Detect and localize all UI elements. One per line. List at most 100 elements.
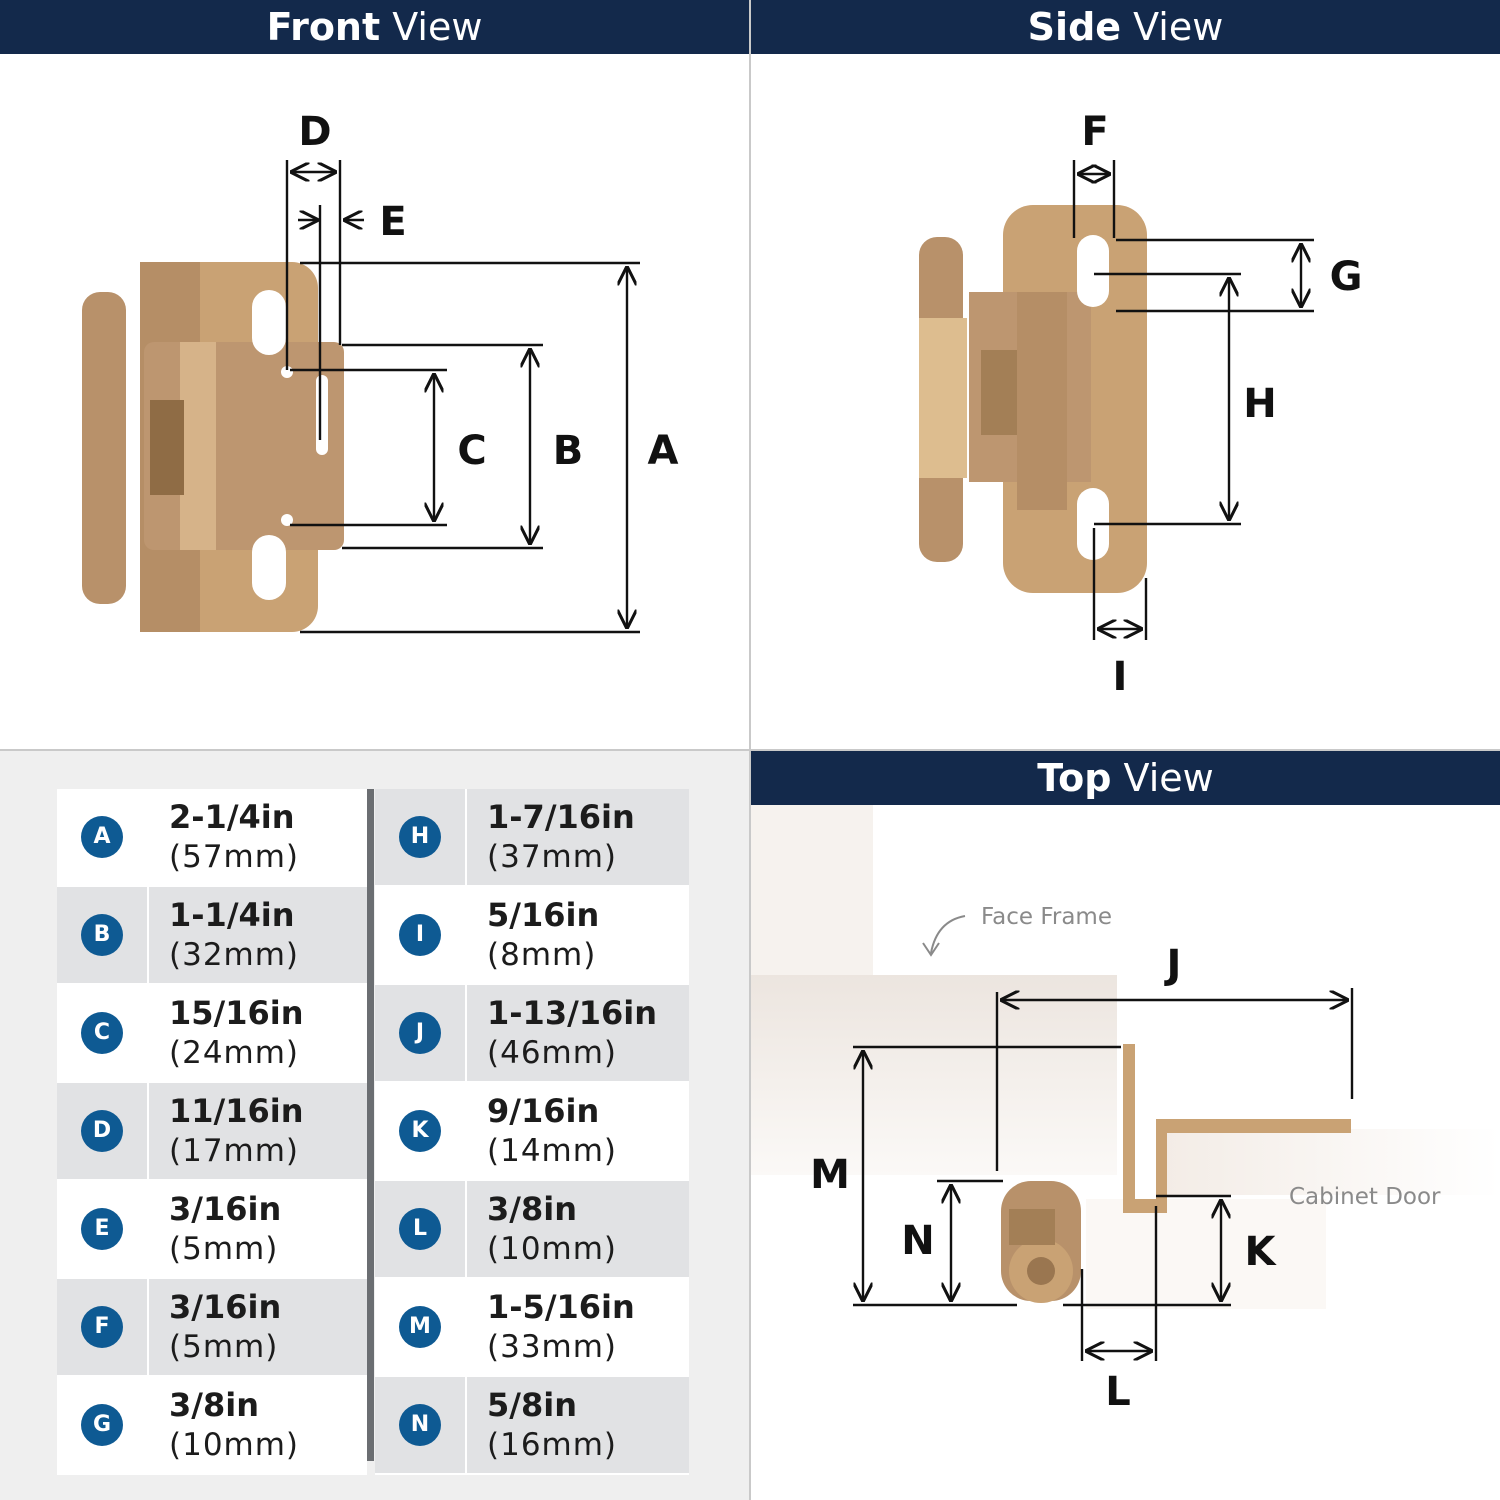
spec-n-in: 5/8in — [487, 1386, 577, 1424]
side-view-panel: Side View — [751, 0, 1500, 749]
label-k: K — [1245, 1229, 1278, 1275]
spec-d-in: 11/16in — [169, 1092, 304, 1130]
table-row: K 9/16in(14mm) — [375, 1082, 689, 1181]
table-row: J 1-13/16in(46mm) — [375, 984, 689, 1083]
spec-c-in: 15/16in — [169, 994, 304, 1032]
table-row: G 3/8in(10mm) — [57, 1376, 367, 1475]
face-frame-pointer-icon — [930, 915, 966, 954]
label-n: N — [901, 1218, 934, 1264]
side-view-title-bold: Side — [1027, 5, 1122, 49]
table-row: H 1-7/16in(37mm) — [375, 789, 689, 887]
badge-h: H — [399, 816, 441, 858]
label-m: M — [810, 1152, 850, 1198]
spec-e-mm: (5mm) — [169, 1231, 279, 1267]
side-view-diagram: F G H I — [919, 109, 1363, 700]
side-view-title-rest: View — [1133, 5, 1224, 49]
face-frame-label: Face Frame — [981, 904, 1112, 930]
spec-m-mm: (33mm) — [487, 1329, 618, 1365]
table-row: M 1-5/16in(33mm) — [375, 1278, 689, 1377]
table-row: A 2-1/4in(57mm) — [57, 789, 367, 887]
side-view-header: Side View — [751, 0, 1500, 54]
top-view-panel: Face Frame Cabinet Door J M N K L Top Vi… — [751, 751, 1500, 1500]
label-b: B — [553, 428, 584, 474]
table-row: L 3/8in(10mm) — [375, 1180, 689, 1279]
face-frame-block — [751, 975, 1117, 1175]
label-g: G — [1330, 254, 1363, 300]
label-i: I — [1113, 654, 1128, 700]
badge-g: G — [81, 1404, 123, 1446]
cabinet-door-lower — [1086, 1199, 1326, 1309]
label-d: D — [298, 109, 331, 155]
specs-table-left: A 2-1/4in(57mm) B 1-1/4in(32mm) C 15/16in(2… — [57, 789, 367, 1475]
front-view-title-bold: Front — [266, 5, 381, 49]
badge-d: D — [81, 1110, 123, 1152]
badge-i: I — [399, 914, 441, 956]
table-row: I 5/16in(8mm) — [375, 886, 689, 985]
table-row: D 11/16in(17mm) — [57, 1082, 367, 1181]
spec-j-mm: (46mm) — [487, 1035, 618, 1071]
spec-c-mm: (24mm) — [169, 1035, 300, 1071]
top-hinge-illustration — [1001, 1044, 1351, 1303]
label-a: A — [648, 428, 679, 474]
top-view-header: Top View — [751, 751, 1500, 805]
cabinet-door-top — [1163, 1129, 1500, 1195]
front-view-diagram: D E A B C — [82, 109, 679, 634]
spec-j-in: 1-13/16in — [487, 994, 658, 1032]
badge-c: C — [81, 1012, 123, 1054]
spec-a-mm: (57mm) — [169, 839, 300, 875]
badge-l: L — [399, 1208, 441, 1250]
table-row: B 1-1/4in(32mm) — [57, 886, 367, 985]
side-hinge-illustration — [919, 205, 1147, 593]
spec-f-in: 3/16in — [169, 1288, 282, 1326]
top-view-title-rest: View — [1123, 756, 1214, 800]
spec-g-mm: (10mm) — [169, 1427, 300, 1463]
front-hinge-illustration — [82, 262, 344, 632]
label-j: J — [1164, 942, 1182, 988]
spec-h-mm: (37mm) — [487, 839, 618, 875]
spec-n-mm: (16mm) — [487, 1427, 618, 1463]
label-h: H — [1243, 381, 1276, 427]
face-frame-back — [751, 805, 873, 975]
top-view-title-bold: Top — [1037, 756, 1112, 800]
specs-panel: A 2-1/4in(57mm) B 1-1/4in(32mm) C 15/16in(2… — [0, 751, 749, 1500]
spec-f-mm: (5mm) — [169, 1329, 279, 1365]
front-view-title-rest: View — [392, 5, 483, 49]
table-row: C 15/16in(24mm) — [57, 984, 367, 1083]
badge-e: E — [81, 1208, 123, 1250]
panel-divider-horizontal — [0, 749, 1500, 751]
spec-a-in: 2-1/4in — [169, 798, 295, 836]
spec-e-in: 3/16in — [169, 1190, 282, 1228]
spec-b-mm: (32mm) — [169, 937, 300, 973]
top-view-diagram: Face Frame Cabinet Door J M N K L — [751, 805, 1500, 1415]
badge-k: K — [399, 1110, 441, 1152]
label-l: L — [1105, 1369, 1131, 1415]
badge-b: B — [81, 914, 123, 956]
spec-i-in: 5/16in — [487, 896, 600, 934]
spec-k-mm: (14mm) — [487, 1133, 618, 1169]
spec-h-in: 1-7/16in — [487, 798, 635, 836]
badge-a: A — [81, 816, 123, 858]
table-column-separator — [367, 789, 374, 1461]
badge-j: J — [399, 1012, 441, 1054]
spec-b-in: 1-1/4in — [169, 896, 295, 934]
table-row: N 5/8in(16mm) — [375, 1376, 689, 1475]
spec-g-in: 3/8in — [169, 1386, 259, 1424]
badge-m: M — [399, 1306, 441, 1348]
spec-l-mm: (10mm) — [487, 1231, 618, 1267]
spec-k-in: 9/16in — [487, 1092, 600, 1130]
badge-n: N — [399, 1404, 441, 1446]
spec-i-mm: (8mm) — [487, 937, 597, 973]
spec-d-mm: (17mm) — [169, 1133, 300, 1169]
label-e: E — [379, 199, 406, 245]
front-view-panel: Front View — [0, 0, 749, 749]
cabinet-door-label: Cabinet Door — [1289, 1184, 1441, 1210]
label-c: C — [457, 428, 486, 474]
badge-f: F — [81, 1306, 123, 1348]
table-row: F 3/16in(5mm) — [57, 1278, 367, 1377]
table-row: E 3/16in(5mm) — [57, 1180, 367, 1279]
front-view-header: Front View — [0, 0, 749, 54]
label-f: F — [1081, 109, 1108, 155]
spec-l-in: 3/8in — [487, 1190, 577, 1228]
spec-m-in: 1-5/16in — [487, 1288, 635, 1326]
